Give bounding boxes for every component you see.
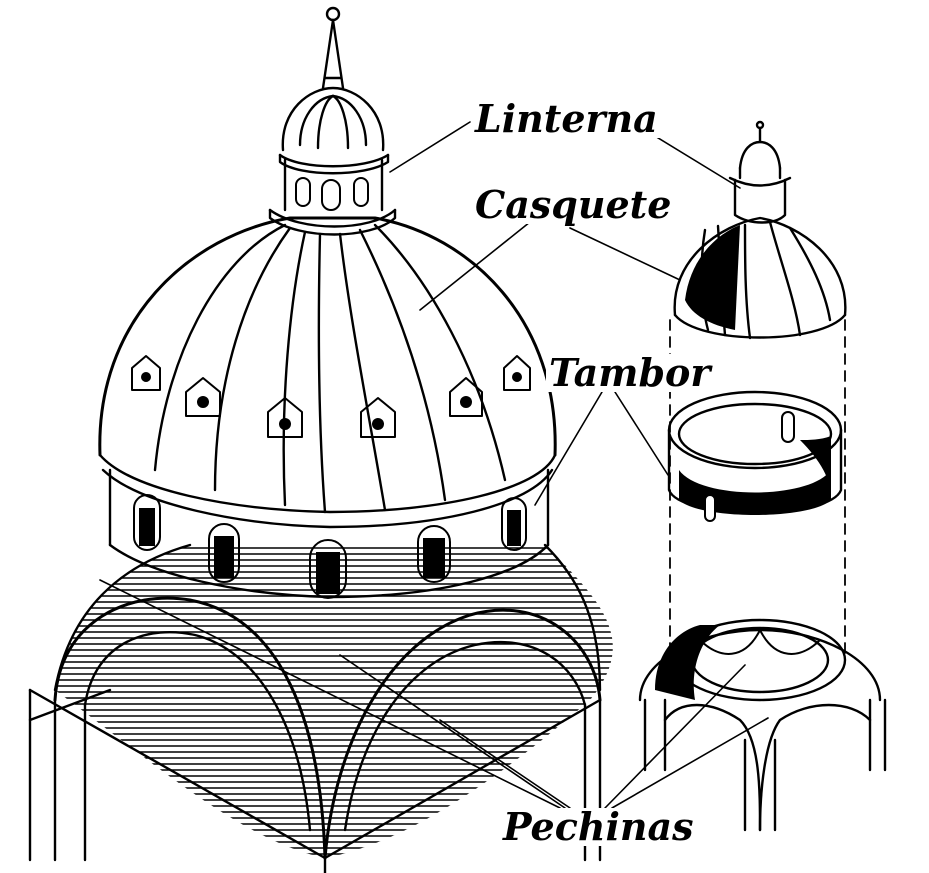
- label-linterna: Linterna: [472, 100, 661, 138]
- label-tambor: Tambor: [546, 354, 714, 392]
- label-casquete: Casquete: [472, 186, 675, 224]
- casquete-main: [98, 216, 557, 514]
- casquete-exploded: [673, 120, 847, 340]
- drum-main: [98, 453, 557, 599]
- label-pechinas: Pechinas: [500, 808, 697, 846]
- pechinas-exploded: [638, 618, 887, 832]
- tambor-exploded: [667, 390, 843, 522]
- linterna-main: [268, 6, 397, 236]
- pendentive-base: [28, 543, 613, 873]
